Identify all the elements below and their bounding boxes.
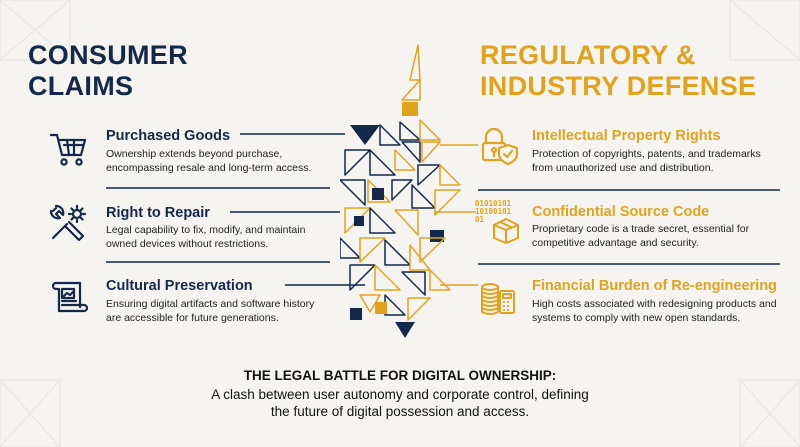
regulatory-defense-heading: REGULATORY & INDUSTRY DEFENSE <box>480 40 757 101</box>
ip-rights-desc: Protection of copyrights, patents, and t… <box>532 148 761 174</box>
coins-calculator-icon <box>481 283 515 315</box>
financial-burden-title: Financial Burden of Re-engineering <box>532 278 777 294</box>
binary-line: 01 <box>475 215 485 224</box>
right-to-repair-title: Right to Repair <box>106 205 210 221</box>
binary-line: 10100101 <box>475 207 512 216</box>
purchased-goods-desc: Ownership extends beyond purchase, encom… <box>106 148 312 174</box>
right-to-repair-desc: Legal capability to fix, modify, and mai… <box>106 224 306 250</box>
shopping-cart-icon <box>49 133 87 166</box>
source-code-desc: Proprietary code is a trade secret, esse… <box>532 223 750 249</box>
central-geometric-mosaic <box>340 44 461 338</box>
binary-line: 01010101 <box>475 199 512 208</box>
financial-burden-desc: High costs associated with redesigning p… <box>532 298 777 324</box>
cultural-preservation-desc: Ensuring digital artifacts and software … <box>106 298 315 324</box>
source-code-title: Confidential Source Code <box>532 204 710 220</box>
binary-box-icon: 01010101 10100101 01 <box>475 200 527 246</box>
cultural-preservation-title: Cultural Preservation <box>106 278 253 294</box>
footer-desc-line-1: A clash between user autonomy and corpor… <box>211 387 589 402</box>
scroll-document-icon <box>51 281 88 313</box>
ip-rights-title: Intellectual Property Rights <box>532 128 721 144</box>
footer-desc-line-2: the future of digital possession and acc… <box>270 404 530 419</box>
footer-title: THE LEGAL BATTLE FOR DIGITAL OWNERSHIP: <box>243 368 557 383</box>
padlock-shield-icon <box>481 127 519 166</box>
wrench-gear-icon <box>49 204 87 242</box>
purchased-goods-title: Purchased Goods <box>106 128 231 144</box>
consumer-claims-heading: CONSUMER CLAIMS <box>28 40 188 101</box>
footer-description: A clash between user autonomy and corpor… <box>0 386 800 420</box>
